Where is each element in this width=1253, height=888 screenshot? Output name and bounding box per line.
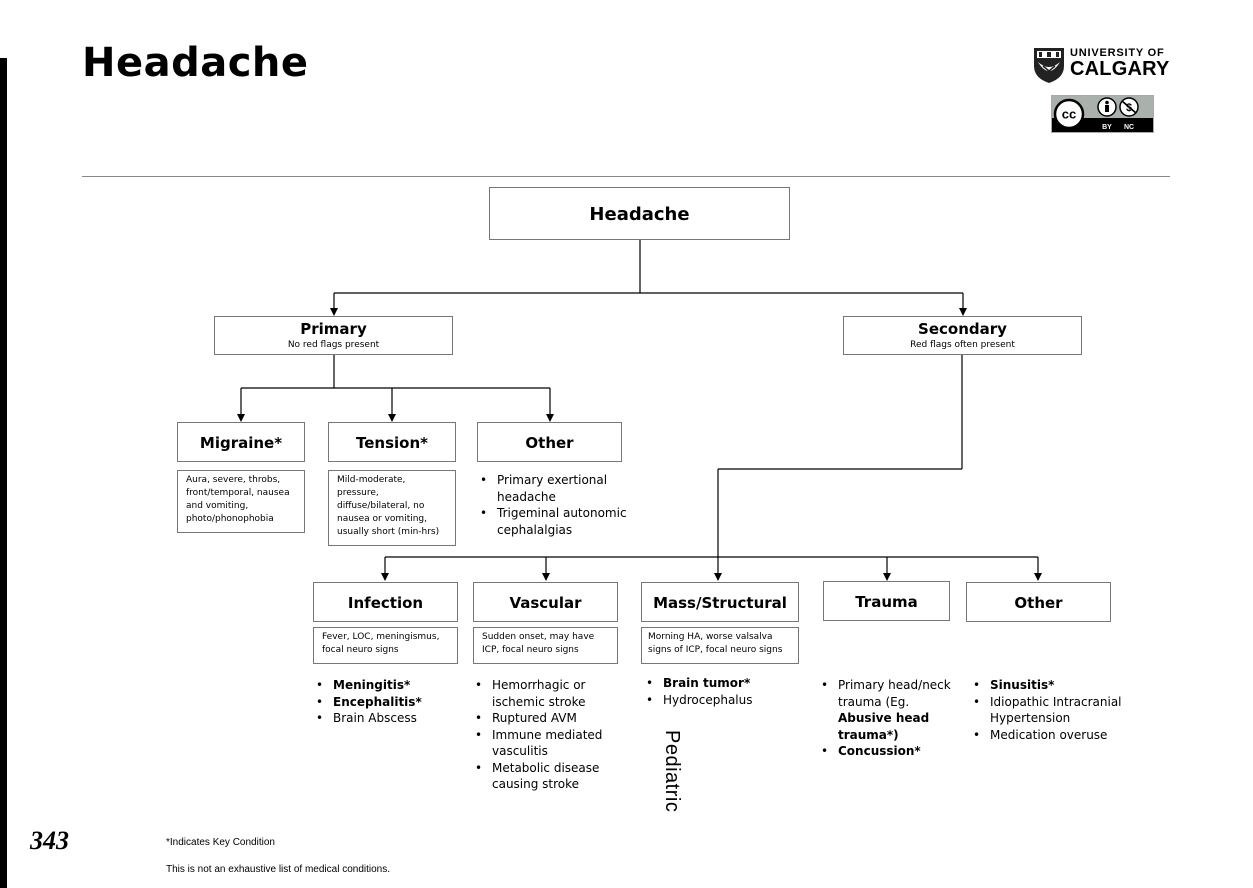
mass-structural-note: Morning HA, worse valsalva signs of ICP,… [641, 627, 799, 664]
trauma-list: Primary head/neck trauma (Eg. Abusive he… [819, 677, 961, 760]
cc-text: cc [1062, 107, 1076, 122]
infection-node: Infection [313, 582, 458, 622]
vascular-node: Vascular [473, 582, 618, 622]
tension-note-line: nausea or vomiting, [337, 514, 427, 524]
list-item: Hydrocephalus [644, 692, 794, 709]
migraine-note-line: Aura, severe, throbs, [186, 475, 281, 485]
vascular-title: Vascular [509, 594, 582, 612]
migraine-note-line: front/temporal, nausea [186, 488, 290, 498]
secondary-other-node: Other [966, 582, 1111, 622]
mass-structural-node: Mass/Structural [641, 582, 799, 622]
university-logo: UNIVERSITY OF CALGARY [1032, 46, 1172, 84]
headache-root-node: Headache [489, 187, 790, 240]
primary-subtitle: No red flags present [287, 340, 380, 350]
list-item: Hemorrhagic or ischemic stroke [473, 677, 613, 710]
footnote-disclaimer: This is not an exhaustive list of medica… [166, 864, 390, 875]
secondary-subtitle: Red flags often present [910, 340, 1015, 350]
list-item: Trigeminal autonomic cephalalgias [478, 505, 638, 538]
mass-structural-title: Mass/Structural [653, 594, 787, 612]
vascular-note-line: ICP, focal neuro signs [482, 645, 579, 655]
vascular-note: Sudden onset, may have ICP, focal neuro … [473, 627, 618, 664]
key-condition: Encephalitis* [333, 694, 422, 709]
list-item: Encephalitis* [314, 694, 454, 711]
root-title: Headache [589, 204, 690, 225]
list-item: Idiopathic Intracranial Hypertension [971, 694, 1133, 727]
logo-line-1: UNIVERSITY OF [1070, 47, 1165, 59]
primary-node: Primary No red flags present [214, 316, 453, 355]
infection-note-line: Fever, LOC, meningismus, [322, 632, 440, 642]
infection-note: Fever, LOC, meningismus, focal neuro sig… [313, 627, 458, 664]
list-item: Brain tumor* [644, 675, 794, 692]
by-label: BY [1102, 124, 1112, 131]
tension-note-line: usually short (min-hrs) [337, 527, 440, 537]
tension-note: Mild-moderate, pressure, diffuse/bilater… [328, 470, 456, 546]
list-item: Brain Abscess [314, 710, 454, 727]
page-number: 343 [30, 826, 69, 855]
list-item: Medication overuse [971, 727, 1133, 744]
tension-note-line: Mild-moderate, [337, 475, 406, 485]
trauma-item-text: Primary head/neck trauma (Eg. [838, 678, 951, 709]
infection-note-line: focal neuro signs [322, 645, 399, 655]
mass-note-line: signs of ICP, focal neuro signs [648, 645, 783, 655]
trauma-node: Trauma [823, 581, 950, 621]
list-item: Metabolic disease causing stroke [473, 760, 613, 793]
logo-line-2: CALGARY [1070, 58, 1170, 80]
crest-icon [1034, 48, 1064, 83]
migraine-note-line: and vomiting, [186, 501, 249, 511]
list-item: Meningitis* [314, 677, 454, 694]
header-divider [82, 176, 1170, 177]
primary-title: Primary [300, 320, 367, 338]
key-condition: Abusive head trauma* [838, 711, 930, 742]
key-condition: Concussion* [838, 744, 921, 758]
left-edge-bar [0, 58, 7, 888]
page-title: Headache [82, 40, 309, 86]
tension-note-line: diffuse/bilateral, no [337, 501, 425, 511]
migraine-note: Aura, severe, throbs, front/temporal, na… [177, 470, 305, 533]
mass-note-line: Morning HA, worse valsalva [648, 632, 773, 642]
vascular-list: Hemorrhagic or ischemic stroke Ruptured … [473, 677, 613, 793]
key-condition: Meningitis* [333, 678, 411, 692]
list-item: Primary head/neck trauma (Eg. Abusive he… [819, 677, 961, 743]
side-section-label: Pediatric [661, 730, 683, 813]
primary-other-node: Other [477, 422, 622, 462]
key-condition: Brain tumor* [663, 676, 751, 690]
list-item: Sinusitis* [971, 677, 1133, 694]
primary-other-title: Other [525, 434, 574, 452]
tension-title: Tension* [356, 434, 428, 452]
secondary-other-title: Other [1014, 594, 1063, 612]
infection-title: Infection [347, 594, 424, 612]
secondary-node: Secondary Red flags often present [843, 316, 1082, 355]
primary-other-list: Primary exertional headache Trigeminal a… [478, 472, 638, 538]
infection-list: Meningitis* Encephalitis* Brain Abscess [314, 677, 454, 727]
list-item: Primary exertional headache [478, 472, 638, 505]
trauma-item-tail: ) [893, 727, 899, 742]
list-item: Concussion* [819, 743, 961, 760]
tension-note-line: pressure, [337, 488, 379, 498]
secondary-other-list: Sinusitis* Idiopathic Intracranial Hyper… [971, 677, 1133, 743]
key-condition: Sinusitis* [990, 678, 1055, 692]
tension-node: Tension* [328, 422, 456, 462]
list-item: Ruptured AVM [473, 710, 613, 727]
vascular-note-line: Sudden onset, may have [482, 632, 595, 642]
list-item: Immune mediated vasculitis [473, 727, 613, 760]
migraine-title: Migraine* [199, 434, 283, 452]
secondary-title: Secondary [918, 320, 1007, 338]
mass-structural-list: Brain tumor* Hydrocephalus [644, 675, 794, 708]
nc-label: NC [1124, 124, 1134, 131]
migraine-note-line: photo/phonophobia [186, 514, 274, 524]
migraine-node: Migraine* [177, 422, 305, 462]
cc-license-badge: cc $ BY NC [1051, 95, 1154, 133]
footnote-key: *Indicates Key Condition [166, 837, 275, 848]
cc-icon [1053, 98, 1085, 130]
trauma-title: Trauma [855, 593, 918, 611]
